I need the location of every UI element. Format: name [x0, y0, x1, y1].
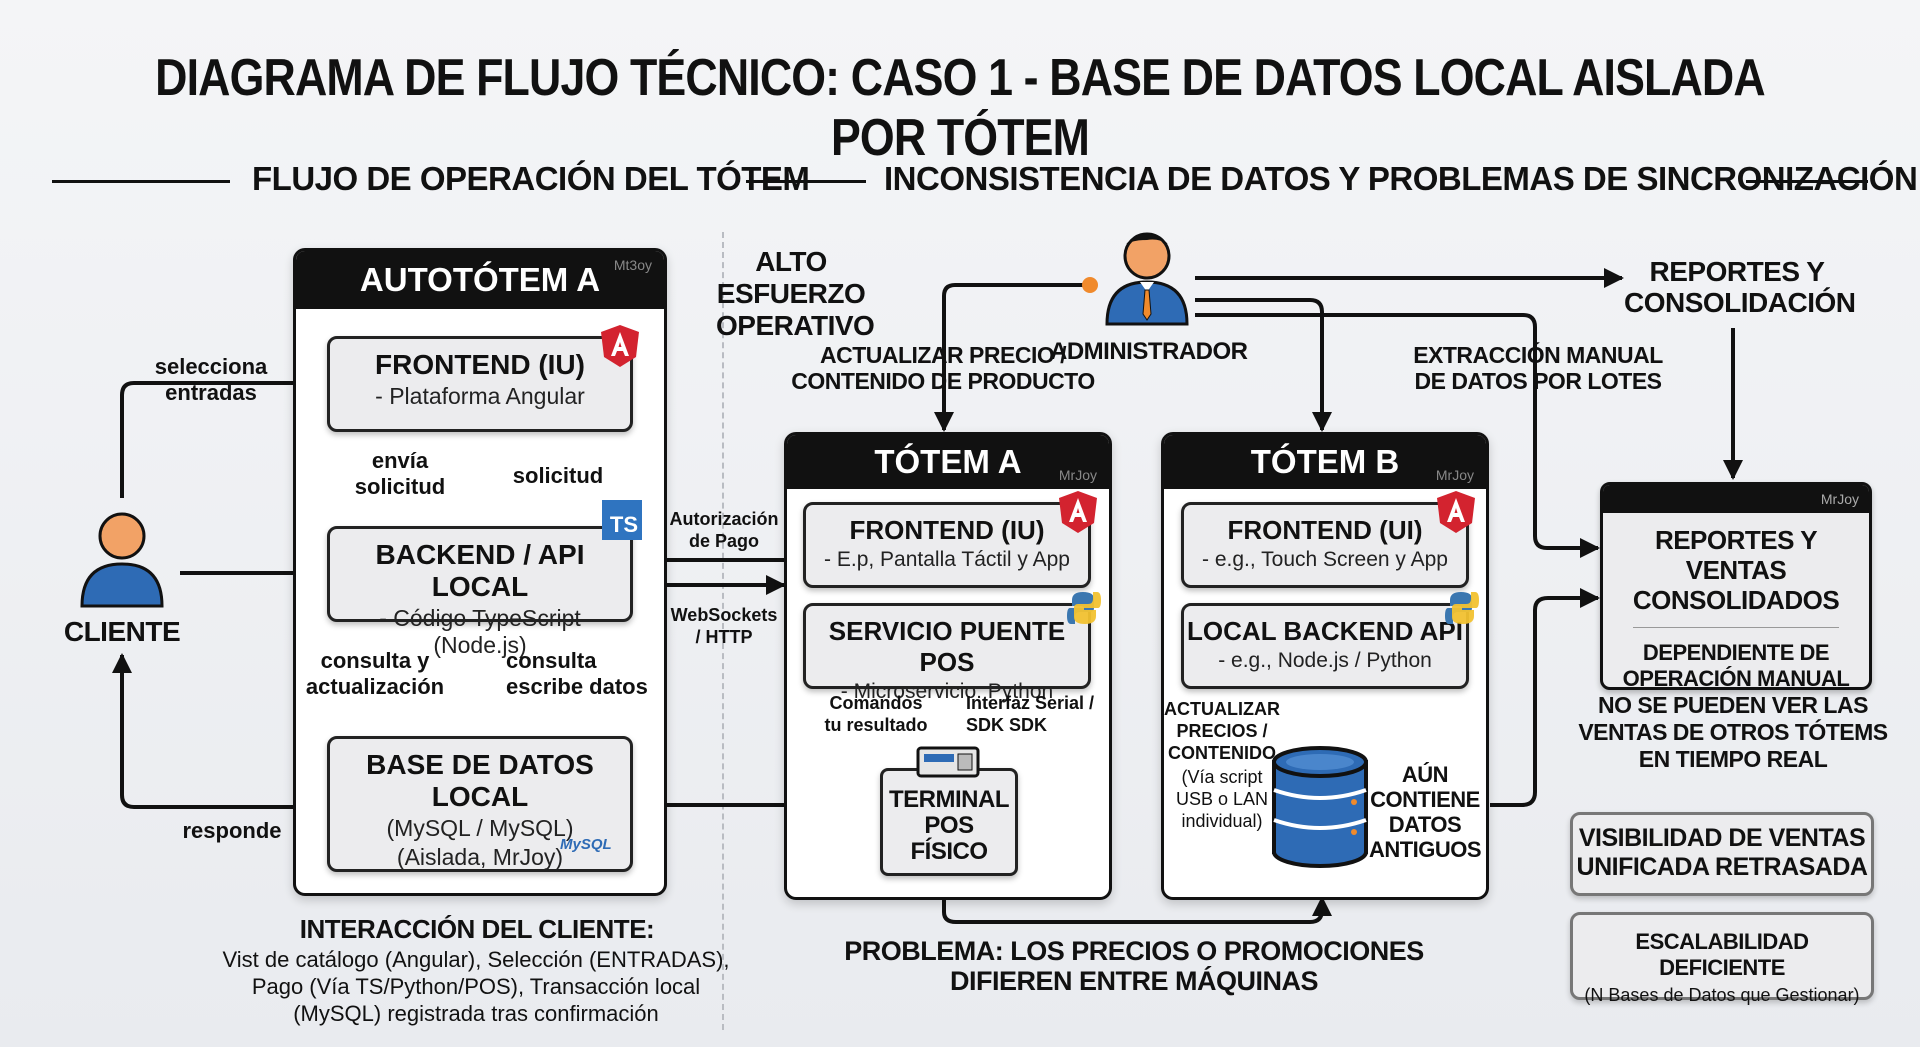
angular-icon	[601, 325, 639, 367]
totem-a-servicio-title: SERVICIO PUENTE POS	[828, 616, 1066, 677]
totem-b-header: TÓTEM B MrJoy	[1164, 435, 1486, 489]
section-heading-right: INCONSISTENCIA DE DATOS Y PROBLEMAS DE S…	[884, 160, 1918, 197]
totem-b-frontend-box: FRONTEND (UI) - e.g., Touch Screen y App	[1181, 502, 1469, 588]
arrow-bracket-problema	[942, 896, 1332, 924]
label-actualizar-precios: ACTUALIZAR PRECIOS / CONTENIDO	[1164, 699, 1280, 763]
arrow-db-reportes	[1490, 588, 1600, 807]
arrow-admin-totem-a	[934, 283, 1090, 432]
reportes-sub: DEPENDIENTE DE OPERACIÓN MANUAL	[1622, 640, 1850, 690]
label-autorizacion: Autorización de Pago	[669, 509, 779, 551]
label-comandos: Comandos tu resultado	[824, 693, 928, 735]
totem-a-servicio-sub: - Microservicio: Python	[840, 680, 1054, 703]
cliente-person-icon	[80, 512, 164, 608]
escalabilidad-box: ESCALABILIDAD DEFICIENTE (N Bases de Dat…	[1570, 912, 1874, 1005]
label-envia-solicitud: envía solicitud	[354, 448, 446, 499]
section-rule-right-a	[746, 180, 866, 183]
reportes-heading: REPORTES Y CONSOLIDACIÓN	[1624, 256, 1856, 318]
section-divider	[722, 232, 724, 1030]
reportes-note: NO SE PUEDEN VER LAS VENTAS DE OTROS TÓT…	[1578, 692, 1888, 772]
totem-a-header: TÓTEM A MrJoy	[787, 435, 1109, 489]
totem-b-backend-title: LOCAL BACKEND API	[1187, 616, 1463, 646]
label-solicitud: solicitud	[512, 463, 604, 488]
escalabilidad-sub: (N Bases de Datos que Gestionar)	[1584, 985, 1860, 1005]
database-icon	[1272, 746, 1368, 868]
label-consulta-escribe: consulta escribe datos	[506, 648, 648, 699]
terminal-pos-label: TERMINAL POS FÍSICO	[889, 786, 1009, 865]
autototem-db-sub2: (Aislada, MrJoy)	[396, 844, 564, 870]
totem-a-frontend-box: FRONTEND (IU) - E.p, Pantalla Táctil y A…	[803, 502, 1091, 588]
reportes-title: REPORTES Y VENTAS CONSOLIDADOS	[1632, 525, 1840, 615]
autototem-frontend-title: FRONTEND (IU)	[375, 349, 585, 380]
totem-b-frontend-sub: - e.g., Touch Screen y App	[1202, 548, 1448, 571]
label-websockets: WebSockets / HTTP	[670, 605, 778, 647]
cliente-label: CLIENTE	[63, 616, 181, 647]
totem-a-title: TÓTEM A	[874, 443, 1022, 480]
pos-terminal-icon	[916, 746, 980, 778]
totem-b-frontend-title: FRONTEND (UI)	[1227, 515, 1423, 545]
autototem-frontend-box: FRONTEND (IU) - Plataforma Angular	[327, 336, 633, 432]
reportes-watermark: MrJoy	[1820, 491, 1859, 507]
label-aun-contiene: AÚN CONTIENE DATOS ANTIGUOS	[1368, 762, 1482, 862]
autototem-backend-box: BACKEND / API LOCAL - Código TypeScript …	[327, 526, 633, 658]
autototem-backend-title: BACKEND / API LOCAL	[375, 539, 585, 602]
totem-b-backend-sub: - e.g., Node.js / Python	[1218, 649, 1432, 672]
page-title: DIAGRAMA DE FLUJO TÉCNICO: CASO 1 - BASE…	[155, 49, 1765, 167]
totem-a-servicio-box: SERVICIO PUENTE POS - Microservicio: Pyt…	[803, 603, 1091, 703]
totem-a-frontend-sub: - E.p, Pantalla Táctil y App	[824, 548, 1070, 571]
autototem-a-watermark: Mt3oy	[613, 257, 652, 273]
arrow-admin-totem-b	[1195, 298, 1332, 432]
label-consulta-actualizacion: consulta y actualización	[305, 648, 445, 699]
totem-a-frontend-title: FRONTEND (IU)	[849, 515, 1045, 545]
visibilidad-label: VISIBILIDAD DE VENTAS UNIFICADA RETRASAD…	[1576, 824, 1868, 881]
autototem-a-title: AUTOTÓTEM A	[359, 261, 601, 298]
totem-a-watermark: MrJoy	[1058, 467, 1097, 483]
problema-label: PROBLEMA: LOS PRECIOS O PROMOCIONES DIFI…	[844, 936, 1424, 996]
label-responde: responde	[182, 818, 282, 843]
terminal-pos-box: TERMINAL POS FÍSICO	[880, 768, 1018, 876]
section-heading-left: FLUJO DE OPERACIÓN DEL TÓTEM	[252, 160, 810, 197]
alto-esfuerzo-label: ALTO ESFUERZO OPERATIVO	[716, 246, 875, 341]
escalabilidad-title: ESCALABILIDAD DEFICIENTE	[1635, 929, 1809, 980]
python-icon	[1067, 592, 1101, 624]
administrador-label: ADMINISTRADOR	[1050, 338, 1248, 365]
mysql-logo: MySQL	[560, 836, 612, 853]
autototem-db-box: BASE DE DATOS LOCAL (MySQL / MySQL) (Ais…	[327, 736, 633, 872]
arrow-extraccion	[1195, 313, 1600, 558]
typescript-icon: TS	[602, 500, 642, 540]
totem-b-title: TÓTEM B	[1250, 443, 1400, 480]
section-rule-left-a	[52, 180, 230, 183]
autototem-db-title: BASE DE DATOS LOCAL	[366, 749, 594, 812]
totem-b-watermark: MrJoy	[1435, 467, 1474, 483]
label-interfaz-serial: Interfaz Serial / SDK SDK	[966, 693, 1095, 735]
arrow-db-cliente	[112, 653, 327, 809]
label-selecciona: selecciona entradas	[154, 354, 268, 405]
autototem-frontend-sub: - Plataforma Angular	[375, 383, 585, 409]
administrador-person-icon	[1105, 232, 1189, 326]
angular-icon	[1437, 491, 1475, 533]
interaccion-title: INTERACCIÓN DEL CLIENTE:	[299, 914, 655, 944]
interaccion-body: Vist de catálogo (Angular), Selección (E…	[222, 947, 730, 1026]
visibilidad-box: VISIBILIDAD DE VENTAS UNIFICADA RETRASAD…	[1570, 812, 1874, 896]
actualizar-precio-label: ACTUALIZAR PRECIO / CONTENIDO DE PRODUCT…	[791, 342, 1095, 394]
reportes-box: MrJoy REPORTES Y VENTAS CONSOLIDADOS DEP…	[1600, 482, 1872, 690]
totem-b-backend-box: LOCAL BACKEND API - e.g., Node.js / Pyth…	[1181, 603, 1469, 689]
autototem-db-sub1: (MySQL / MySQL)	[386, 815, 574, 841]
arrow-cliente-frontend	[120, 373, 326, 498]
reportes-divider	[1633, 627, 1839, 628]
label-actualizar-via: (Vía script USB o LAN individual)	[1175, 767, 1269, 831]
autototem-a-header: AUTOTÓTEM A Mt3oy	[296, 251, 664, 309]
python-icon	[1445, 592, 1479, 624]
autototem-backend-sub: - Código TypeScript (Node.js)	[379, 605, 581, 658]
angular-icon	[1059, 491, 1097, 533]
reportes-box-header: MrJoy	[1603, 485, 1869, 513]
extraccion-label: EXTRACCIÓN MANUAL DE DATOS POR LOTES	[1413, 342, 1663, 394]
section-rule-right-b	[1746, 180, 1868, 183]
connector-dot	[1082, 277, 1098, 293]
